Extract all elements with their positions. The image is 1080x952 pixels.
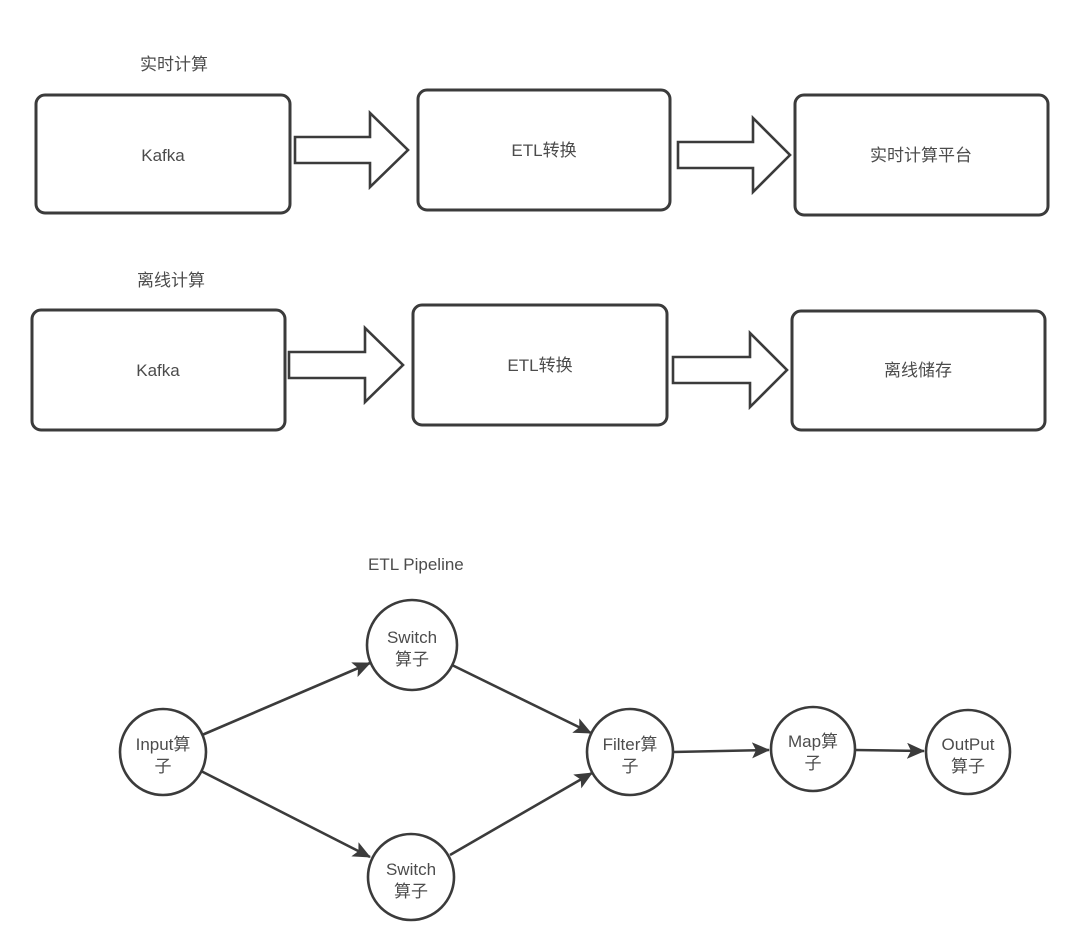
- node-etl-transform-offline-label: ETL转换: [507, 356, 572, 375]
- offline-section-title: 离线计算: [137, 271, 205, 290]
- node-etl-transform-realtime-label: ETL转换: [511, 141, 576, 160]
- node-etl-transform-realtime: [416, 88, 672, 212]
- node-output-operator: [924, 708, 1012, 796]
- node-switch-operator-bottom: [366, 832, 456, 922]
- node-filter-operator: [585, 707, 675, 797]
- node-filter-operator-label-line2: 子: [622, 757, 639, 776]
- node-kafka-realtime: [34, 93, 292, 215]
- node-map-operator-label-line2: 子: [805, 754, 822, 773]
- node-kafka-realtime-label: Kafka: [141, 146, 185, 165]
- flow-arrow-icon: [671, 329, 789, 411]
- node-switch-operator-bottom-label-line1: Switch: [386, 860, 436, 879]
- flow-arrow-icon: [287, 324, 405, 406]
- edge-switch-top-to-filter: [451, 663, 592, 735]
- edge-input-to-switch-top: [201, 661, 371, 737]
- node-switch-operator-top-label-line2: 算子: [395, 650, 429, 669]
- node-input-operator-label-line1: Input算: [136, 735, 191, 754]
- node-offline-storage-label: 离线储存: [884, 361, 952, 380]
- edge-input-to-switch-bottom: [200, 769, 371, 859]
- node-etl-transform-offline: [411, 303, 669, 427]
- flow-arrow-icon: [293, 109, 410, 191]
- node-switch-operator-top: [365, 598, 459, 692]
- offline-flow-section: 离线计算 Kafka ETL转换 离线储存: [30, 271, 1047, 432]
- node-kafka-offline-label: Kafka: [136, 361, 180, 380]
- node-filter-operator-label-line1: Filter算: [603, 735, 658, 754]
- node-output-operator-label-line1: OutPut: [942, 735, 995, 754]
- node-map-operator: [769, 705, 857, 793]
- node-offline-storage: [790, 309, 1047, 432]
- node-realtime-platform: [793, 93, 1050, 217]
- node-realtime-platform-label: 实时计算平台: [870, 146, 972, 165]
- node-kafka-offline: [30, 308, 287, 432]
- node-output-operator-label-line2: 算子: [951, 757, 985, 776]
- realtime-flow-section: 实时计算 Kafka ETL转换 实时计算平台: [34, 55, 1050, 217]
- flow-arrow-icon: [676, 114, 792, 196]
- node-switch-operator-bottom-label-line2: 算子: [394, 882, 428, 901]
- edge-filter-to-map: [672, 742, 770, 759]
- node-switch-operator-top-label-line1: Switch: [387, 628, 437, 647]
- etl-pipeline-title: ETL Pipeline: [368, 555, 464, 574]
- node-map-operator-label-line1: Map算: [788, 732, 838, 751]
- edge-map-to-output: [854, 742, 925, 759]
- edge-switch-bottom-to-filter: [449, 771, 593, 857]
- etl-pipeline-section: ETL Pipeline Input算 子 Switch 算子 Switch 算…: [118, 555, 1012, 922]
- realtime-section-title: 实时计算: [140, 55, 208, 74]
- node-input-operator: [118, 707, 208, 797]
- node-input-operator-label-line2: 子: [155, 757, 172, 776]
